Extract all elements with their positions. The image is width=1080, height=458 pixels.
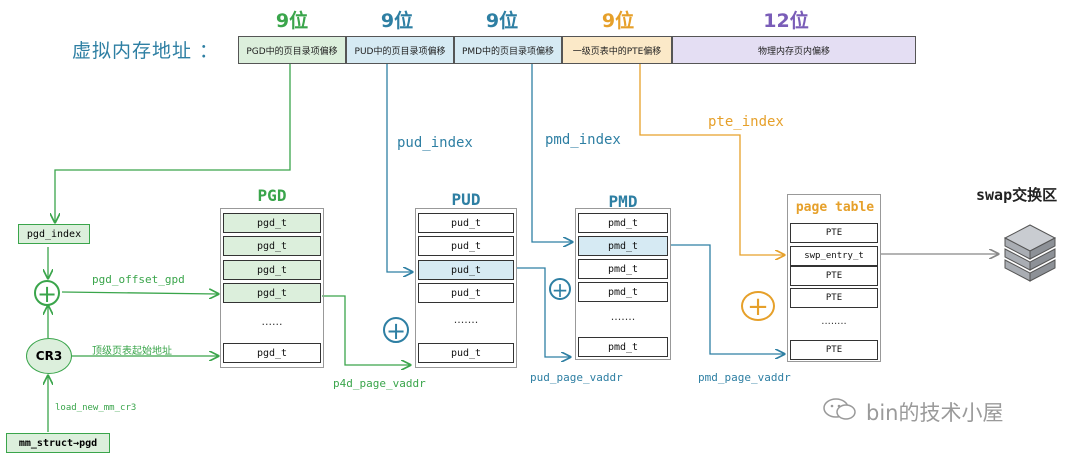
pte-ellipsis: ........ xyxy=(821,316,847,327)
load-cr3-label: load_new_mm_cr3 xyxy=(55,403,137,413)
bits-pud: 9位 xyxy=(380,10,414,32)
top-table-base-label: 顶级页表起始地址 xyxy=(92,346,172,357)
page-table-title: page table xyxy=(795,200,875,215)
pmd-entry: pmd_t xyxy=(578,282,668,302)
pgd-ellipsis: ...... xyxy=(261,315,283,328)
pgd-table: pgd_t pgd_t pgd_t pgd_t ...... pgd_t xyxy=(220,208,324,368)
segment-pte: 一级页表中的PTE偏移 xyxy=(562,36,672,64)
virtual-address-label: 虚拟内存地址 ： xyxy=(72,40,220,62)
wechat-icon xyxy=(822,397,858,421)
pgd-entry: pgd_t xyxy=(223,343,321,363)
pgd-title: PGD xyxy=(257,186,287,205)
page-table: page table PTE swp_entry_t PTE PTE .....… xyxy=(787,194,881,362)
pte-entry: PTE xyxy=(790,266,878,286)
swap-label: swap交换区 xyxy=(976,186,1058,204)
bits-page-offset: 12位 xyxy=(763,10,809,32)
plus-icon-pmd: + xyxy=(549,278,571,300)
pud-entry: pud_t xyxy=(418,213,514,233)
plus-icon-pud: + xyxy=(383,317,409,343)
pud-entry-selected: pud_t xyxy=(418,260,514,280)
swp-entry: swp_entry_t xyxy=(790,246,878,266)
cr3-register: CR3 xyxy=(26,338,72,374)
pud-entry: pud_t xyxy=(418,283,514,303)
pmd-table: pmd_t pmd_t pmd_t pmd_t ....... pmd_t xyxy=(575,208,671,360)
segment-pmd: PMD中的页目录项偏移 xyxy=(454,36,562,64)
pud-title: PUD xyxy=(451,190,481,209)
watermark-text: bin的技术小屋 xyxy=(866,401,1004,425)
bits-pmd: 9位 xyxy=(485,10,519,32)
pud-entry: pud_t xyxy=(418,236,514,256)
pgd-index-box: pgd_index xyxy=(18,224,90,244)
pgd-entry: pgd_t xyxy=(223,260,321,280)
plus-icon-pgd: + xyxy=(34,280,60,306)
pmd-index-label: pmd_index xyxy=(545,132,621,148)
pte-index-label: pte_index xyxy=(708,114,784,130)
pud-page-vaddr-label: pud_page_vaddr xyxy=(530,371,623,384)
pte-entry: PTE xyxy=(790,223,878,243)
pmd-entry: pmd_t xyxy=(578,213,668,233)
segment-page-offset: 物理内存页内偏移 xyxy=(672,36,916,64)
plus-icon-pte: + xyxy=(741,291,775,321)
pud-index-label: pud_index xyxy=(397,135,473,151)
pmd-entry: pmd_t xyxy=(578,337,668,357)
pmd-title: PMD xyxy=(608,192,638,211)
pmd-page-vaddr-label: pmd_page_vaddr xyxy=(698,371,791,384)
bits-pte: 9位 xyxy=(601,10,635,32)
pgd-entry: pgd_t xyxy=(223,213,321,233)
pud-table: pud_t pud_t pud_t pud_t ....... pud_t xyxy=(415,208,517,368)
storage-icon xyxy=(1003,224,1057,282)
pmd-ellipsis: ....... xyxy=(610,310,636,323)
pud-entry: pud_t xyxy=(418,343,514,363)
bits-pgd: 9位 xyxy=(275,10,309,32)
pmd-entry: pmd_t xyxy=(578,259,668,279)
mm-struct-box: mm_struct→pgd xyxy=(6,433,110,453)
p4d-page-vaddr-label: p4d_page_vaddr xyxy=(333,377,426,390)
pgd-offset-label: pgd_offset_gpd xyxy=(92,273,185,286)
pud-ellipsis: ....... xyxy=(453,313,479,326)
pmd-entry-selected: pmd_t xyxy=(578,236,668,256)
pte-entry: PTE xyxy=(790,340,878,360)
pte-entry: PTE xyxy=(790,288,878,308)
segment-pud: PUD中的页目录项偏移 xyxy=(346,36,454,64)
pgd-entry-selected: pgd_t xyxy=(223,283,321,303)
segment-pgd: PGD中的页目录项偏移 xyxy=(238,36,346,64)
pgd-entry: pgd_t xyxy=(223,236,321,256)
